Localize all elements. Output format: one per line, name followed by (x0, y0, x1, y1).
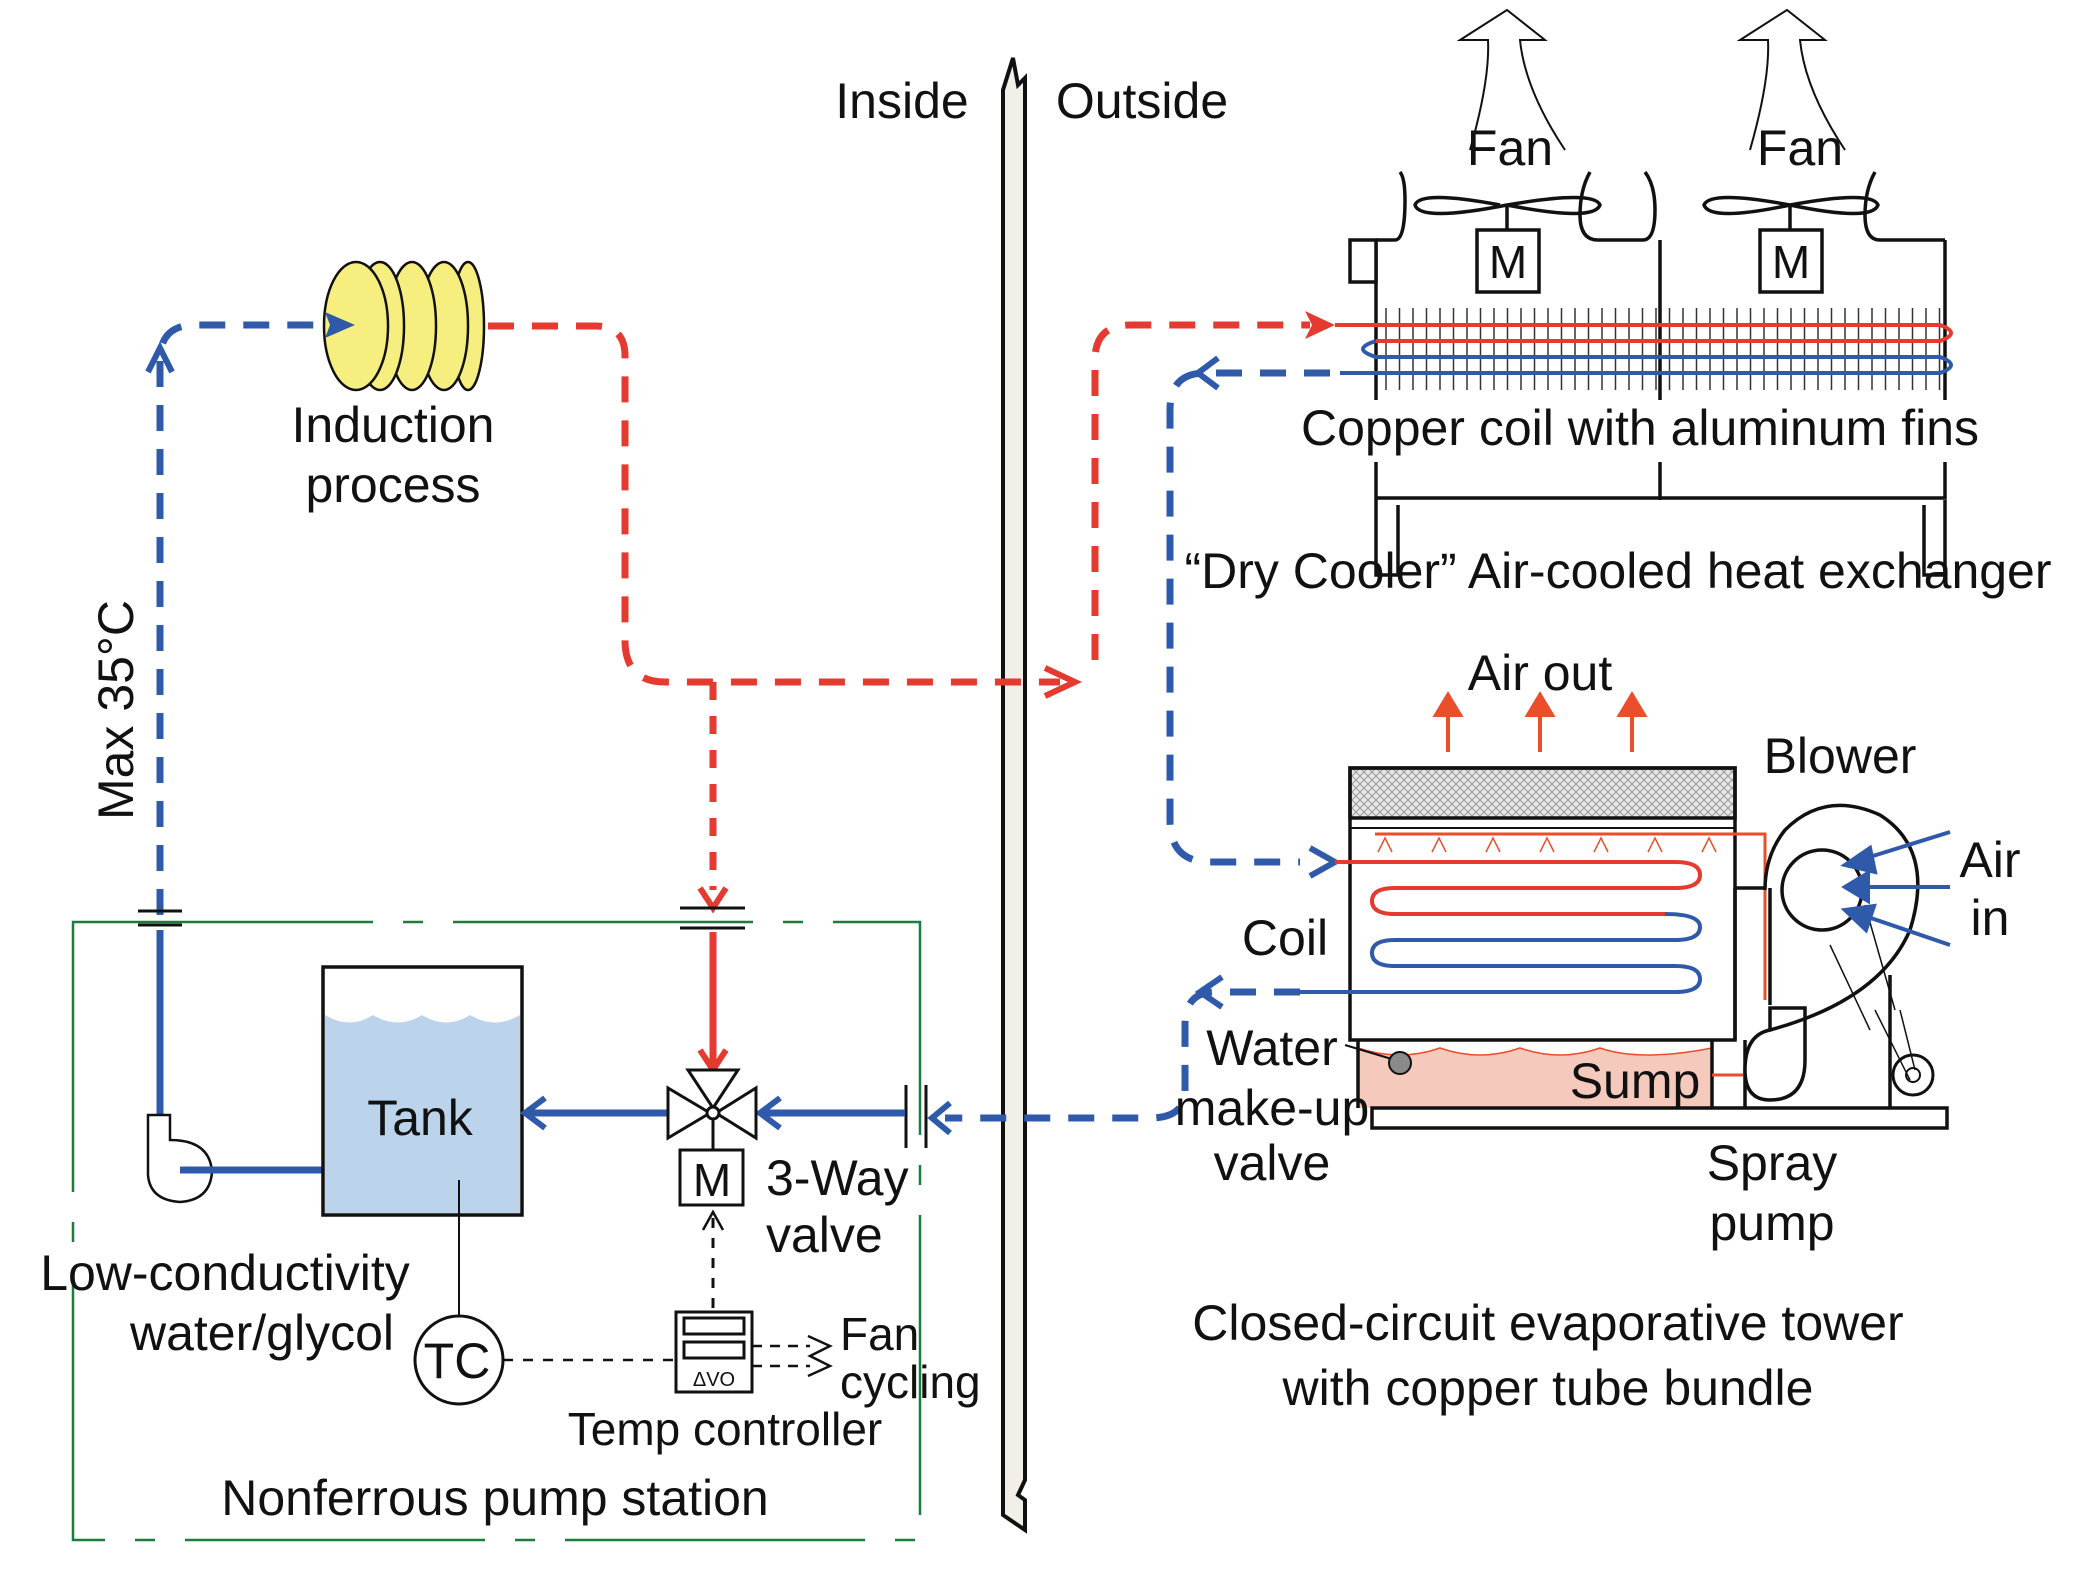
arrow-right-icon (1043, 665, 1083, 699)
induction-label-1: Induction (292, 397, 495, 453)
coil-label: Coil (1242, 910, 1328, 966)
dry-cooler: M M (1335, 8, 1953, 577)
water-makeup-label-3: valve (1214, 1135, 1331, 1191)
spray-nozzle-icon (1377, 836, 1393, 853)
spray-nozzle-icon (1701, 836, 1717, 853)
low-conductivity-label-2: water/glycol (129, 1305, 394, 1361)
fan-cycling-signal (752, 1344, 810, 1368)
arrowhead-icon (807, 1334, 833, 1378)
spray-nozzle-icon (1647, 836, 1663, 853)
building-wall (1001, 57, 1027, 1534)
spray-nozzle-icon (1485, 836, 1501, 853)
arrow-left-icon (520, 1095, 547, 1131)
spray-pump-label-1: Spray (1707, 1135, 1838, 1191)
tc-label: TC (424, 1333, 491, 1389)
low-conductivity-label-1: Low-conductivity (40, 1245, 410, 1301)
pump-station-boundary (71, 920, 922, 1542)
arrow-left-icon (927, 1100, 952, 1136)
arrow-left-icon (1194, 974, 1224, 1010)
spray-nozzle-icon (1539, 836, 1555, 853)
copper-coil-label: Copper coil with aluminum fins (1301, 400, 1979, 456)
arrow-left-icon (1193, 355, 1220, 391)
air-out-arrows (1432, 691, 1648, 752)
arrow-right-icon (1305, 311, 1335, 339)
spray-nozzle-icon (1593, 836, 1609, 853)
blower-label: Blower (1764, 728, 1917, 784)
valve-motor-label: M (693, 1154, 731, 1206)
three-way-label-2: valve (766, 1207, 883, 1263)
fan-cycling-label-1: Fan (840, 1308, 919, 1360)
induction-label-2: process (305, 457, 480, 513)
three-way-valve-icon (666, 1068, 758, 1207)
controller-symbols: ΔVO (693, 1369, 735, 1391)
arrow-up-icon (701, 1209, 725, 1231)
induction-coil-icon (322, 260, 486, 392)
fan-label-left: Fan (1467, 120, 1553, 176)
air-in-label-2: in (1971, 890, 2010, 946)
spray-pump-label-2: pump (1709, 1195, 1834, 1251)
three-way-label-1: 3-Way (766, 1150, 909, 1206)
hot-line-to-dry-cooler (1091, 321, 1310, 660)
tank-label: Tank (367, 1090, 474, 1146)
arrow-down-icon (697, 886, 729, 914)
inside-label: Inside (835, 73, 968, 129)
label-backdrop (1300, 400, 1980, 462)
arrow-up-icon (145, 341, 175, 374)
tank (321, 965, 524, 1217)
temp-controller-icon (674, 1310, 754, 1394)
water-makeup-label-1: Water (1206, 1020, 1338, 1076)
cold-line-from-dry-cooler (1166, 369, 1330, 866)
outside-label: Outside (1056, 73, 1228, 129)
spray-nozzle-icon (1431, 836, 1447, 853)
water-makeup-label-2: make-up (1175, 1080, 1370, 1136)
max-temp-label: Max 35°C (88, 600, 144, 820)
hot-return-line (488, 322, 1060, 686)
circulation-pump-icon (146, 1113, 214, 1204)
evaporative-tower (1300, 766, 1951, 1130)
coolant-supply-line (156, 321, 330, 915)
sump-label: Sump (1570, 1053, 1701, 1109)
air-in-label-1: Air (1959, 832, 2020, 888)
arrow-right-icon (325, 312, 355, 338)
tower-label-1: Closed-circuit evaporative tower (1192, 1295, 1903, 1351)
fan-label-right: Fan (1757, 120, 1843, 176)
fan-motor-left: M (1489, 236, 1527, 288)
pipe-flange-icon (138, 906, 928, 1148)
fan-cycling-label-2: cycling (840, 1356, 981, 1408)
pump-station-label: Nonferrous pump station (221, 1470, 769, 1526)
fan-motor-right: M (1772, 236, 1810, 288)
dry-cooler-label: “Dry Cooler” Air-cooled heat exchanger (1184, 543, 2051, 599)
temp-controller-label: Temp controller (568, 1403, 882, 1455)
arrow-right-icon (1308, 845, 1342, 879)
tower-label-2: with copper tube bundle (1282, 1360, 1814, 1416)
arrow-left-icon (755, 1095, 782, 1131)
